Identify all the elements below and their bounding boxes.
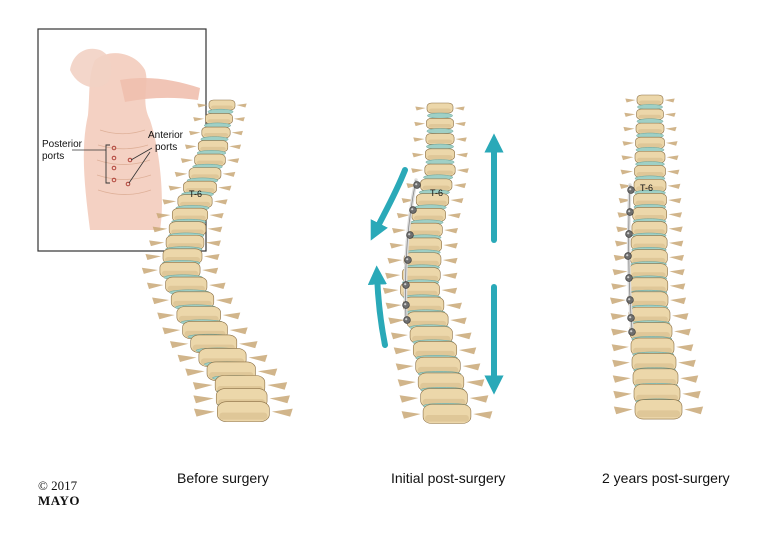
arrow-upper-left: [370, 167, 408, 241]
pedicle-screw: [626, 208, 634, 216]
vertebra: [184, 140, 242, 153]
patient-arm: [120, 77, 200, 102]
posterior-port: [111, 155, 117, 161]
vertebra: [414, 117, 466, 130]
pedicle-screw: [626, 296, 634, 304]
vertebra: [611, 277, 686, 294]
vertebra-label-t6: T-6: [430, 188, 443, 198]
anterior-port: [125, 181, 131, 187]
vertebra: [401, 193, 464, 207]
posterior-port: [111, 165, 117, 171]
mayo-brand: MAYO: [38, 493, 80, 508]
vertebra: [396, 208, 461, 222]
caption-before-surgery: Before surgery: [177, 470, 269, 486]
vertebra: [193, 401, 293, 422]
pedicle-screw: [628, 328, 636, 336]
vertebra: [621, 150, 679, 164]
vertebra: [623, 122, 677, 135]
pedicle-screw: [409, 206, 417, 214]
pedicle-screw: [627, 314, 635, 322]
pedicle-screw: [404, 256, 412, 264]
spine-initial-post-surgery: [382, 102, 493, 424]
posterior-port: [111, 177, 117, 183]
pedicle-screw: [625, 274, 633, 282]
vertebra: [622, 136, 678, 149]
vertebra: [156, 207, 224, 223]
vertebra-label-t6: T-6: [189, 189, 202, 199]
vertebra: [387, 252, 458, 268]
copyright-year: © 2017: [38, 478, 78, 493]
anterior-ports-label-2: ports: [155, 142, 177, 153]
vertebra: [385, 267, 458, 283]
spine-2-years-post-surgery: [610, 94, 704, 420]
vertebra: [625, 94, 675, 106]
vertebra: [401, 404, 493, 424]
vertebra: [415, 102, 465, 114]
vertebra: [193, 113, 245, 125]
pedicle-screw: [413, 181, 421, 189]
pedicle-screw: [624, 252, 632, 260]
posterior-ports-label: Posterior: [42, 139, 83, 150]
vertebra: [618, 193, 682, 207]
vertebra: [168, 180, 232, 195]
vertebra: [395, 356, 481, 376]
pedicle-screw: [402, 281, 410, 289]
caption-initial-post-surgery: Initial post-surgery: [391, 470, 506, 486]
copyright-notice: © 2017 MAYO: [38, 478, 80, 508]
posterior-ports-label-2: ports: [42, 151, 64, 162]
disc: [426, 128, 454, 134]
vertebra-label-t6: T-6: [640, 183, 653, 193]
vertebra: [613, 399, 704, 420]
pedicle-screw: [625, 230, 633, 238]
arrow-lower-left: [367, 265, 388, 348]
inset-panel: Posterior ports Anterior ports: [37, 28, 207, 252]
vertebra: [412, 148, 468, 161]
posterior-port: [111, 145, 117, 151]
vertebra: [392, 222, 458, 238]
vertebra: [413, 133, 467, 145]
vertebra: [617, 207, 683, 222]
correction-arrows: [367, 133, 504, 395]
anterior-ports-label: Anterior: [148, 130, 184, 141]
caption-2-years-post-surgery: 2 years post-surgery: [602, 470, 730, 486]
vertebra: [174, 167, 236, 181]
vertebra: [619, 179, 681, 193]
pedicle-screw: [402, 301, 410, 309]
vertebra: [612, 353, 696, 372]
pedicle-screw: [627, 186, 635, 194]
pedicle-screw: [403, 316, 411, 324]
spine-before-surgery: [141, 99, 293, 422]
disc: [426, 143, 454, 150]
vertebra: [382, 281, 458, 298]
vertebra: [197, 99, 247, 111]
vertebra: [624, 108, 676, 120]
disc: [427, 112, 453, 119]
vertebra: [189, 126, 243, 139]
vertebra: [411, 163, 469, 177]
patient-head: [70, 48, 112, 88]
vertebra: [180, 153, 240, 167]
pedicle-screw: [406, 231, 414, 239]
posterior-ports-bracket: [105, 144, 110, 184]
vertebra: [385, 296, 462, 314]
